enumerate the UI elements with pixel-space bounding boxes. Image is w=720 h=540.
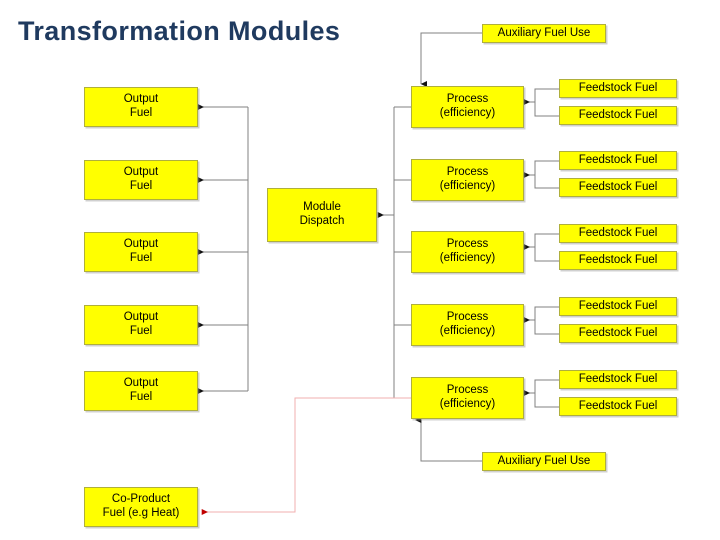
node-label-line1: Process	[446, 311, 489, 324]
node-process-1[interactable]: Process (efficiency)	[411, 86, 524, 128]
node-label-line2: Fuel	[129, 252, 153, 264]
node-label-line1: Output	[123, 377, 159, 390]
node-module-dispatch[interactable]: Module Dispatch	[267, 188, 377, 242]
node-label-line2: Fuel	[129, 107, 153, 119]
node-process-2[interactable]: Process (efficiency)	[411, 159, 524, 201]
node-output-fuel-3[interactable]: Output Fuel	[84, 232, 198, 272]
node-label-line2: Fuel	[129, 325, 153, 337]
node-label: Feedstock Fuel	[578, 399, 658, 412]
node-label-line2: (efficiency)	[439, 398, 496, 410]
node-feedstock-fuel-10[interactable]: Feedstock Fuel	[559, 397, 677, 416]
node-label: Feedstock Fuel	[578, 153, 658, 166]
node-label-line1: Output	[123, 238, 159, 251]
node-co-product-fuel[interactable]: Co-Product Fuel (e.g Heat)	[84, 487, 198, 527]
node-label-line1: Process	[446, 166, 489, 179]
node-label-line2: Fuel (e.g Heat)	[102, 507, 180, 519]
node-label-line2: (efficiency)	[439, 107, 496, 119]
node-feedstock-fuel-6[interactable]: Feedstock Fuel	[559, 251, 677, 270]
node-feedstock-fuel-4[interactable]: Feedstock Fuel	[559, 178, 677, 197]
node-output-fuel-2[interactable]: Output Fuel	[84, 160, 198, 200]
node-label-line2: Dispatch	[299, 215, 345, 227]
node-label-line2: (efficiency)	[439, 325, 496, 337]
node-label: Auxiliary Fuel Use	[497, 454, 591, 467]
node-feedstock-fuel-8[interactable]: Feedstock Fuel	[559, 324, 677, 343]
node-auxiliary-fuel-use-top[interactable]: Auxiliary Fuel Use	[482, 24, 606, 43]
node-label: Auxiliary Fuel Use	[497, 26, 591, 39]
node-output-fuel-5[interactable]: Output Fuel	[84, 371, 198, 411]
node-output-fuel-4[interactable]: Output Fuel	[84, 305, 198, 345]
node-process-3[interactable]: Process (efficiency)	[411, 231, 524, 273]
node-feedstock-fuel-3[interactable]: Feedstock Fuel	[559, 151, 677, 170]
node-label-line1: Module	[303, 201, 341, 214]
node-label-line2: (efficiency)	[439, 180, 496, 192]
node-auxiliary-fuel-use-bottom[interactable]: Auxiliary Fuel Use	[482, 452, 606, 471]
node-label: Feedstock Fuel	[578, 299, 658, 312]
node-label-line2: (efficiency)	[439, 252, 496, 264]
node-label-line1: Output	[123, 166, 159, 179]
node-feedstock-fuel-1[interactable]: Feedstock Fuel	[559, 79, 677, 98]
node-label-line1: Process	[446, 93, 489, 106]
page-title: Transformation Modules	[18, 16, 341, 46]
node-label-line1: Process	[446, 238, 489, 251]
node-process-5[interactable]: Process (efficiency)	[411, 377, 524, 419]
node-process-4[interactable]: Process (efficiency)	[411, 304, 524, 346]
node-label-line1: Co-Product	[111, 493, 171, 506]
node-feedstock-fuel-5[interactable]: Feedstock Fuel	[559, 224, 677, 243]
node-label: Feedstock Fuel	[578, 108, 658, 121]
node-feedstock-fuel-7[interactable]: Feedstock Fuel	[559, 297, 677, 316]
node-label-line2: Fuel	[129, 180, 153, 192]
node-feedstock-fuel-9[interactable]: Feedstock Fuel	[559, 370, 677, 389]
node-label-line1: Process	[446, 384, 489, 397]
node-label: Feedstock Fuel	[578, 226, 658, 239]
node-label: Feedstock Fuel	[578, 180, 658, 193]
node-label-line2: Fuel	[129, 391, 153, 403]
node-label: Feedstock Fuel	[578, 372, 658, 385]
node-label-line1: Output	[123, 311, 159, 324]
node-feedstock-fuel-2[interactable]: Feedstock Fuel	[559, 106, 677, 125]
node-label-line1: Output	[123, 93, 159, 106]
node-label: Feedstock Fuel	[578, 326, 658, 339]
node-label: Feedstock Fuel	[578, 253, 658, 266]
node-label: Feedstock Fuel	[578, 81, 658, 94]
node-output-fuel-1[interactable]: Output Fuel	[84, 87, 198, 127]
